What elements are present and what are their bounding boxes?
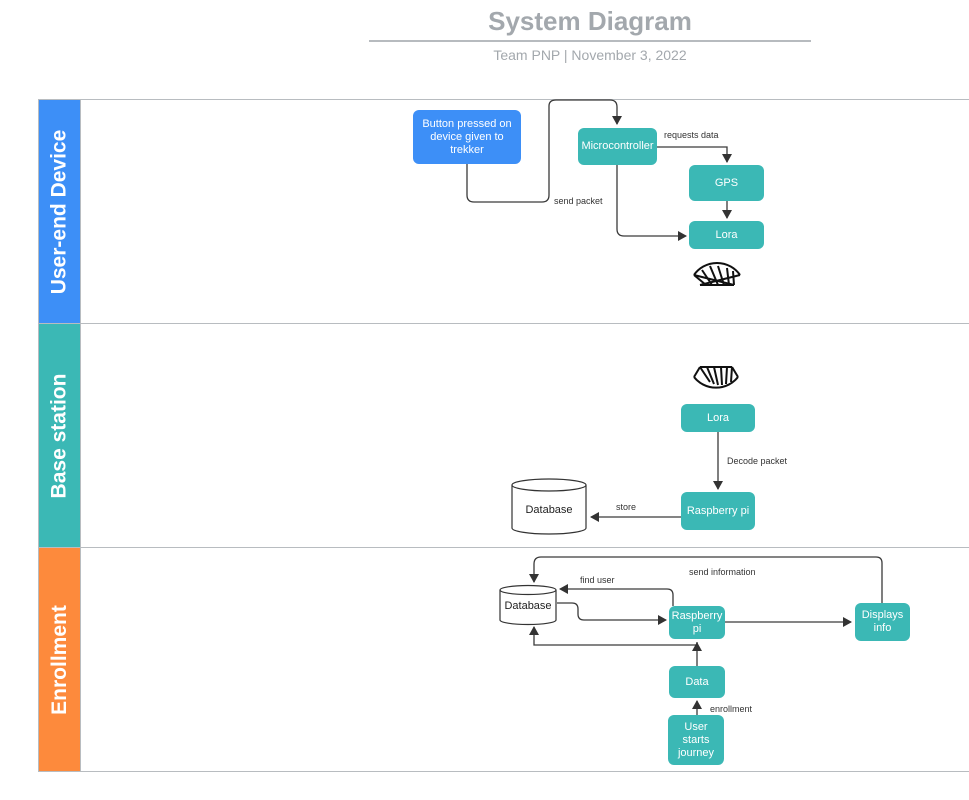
radio-wave-icon (693, 262, 741, 286)
database-cylinder-base (511, 478, 587, 535)
node-microcontroller[interactable]: Microcontroller (578, 128, 657, 165)
radio-wave-icon (693, 366, 739, 389)
edge-requests-data (656, 146, 732, 163)
node-raspberry-base[interactable]: Raspberry pi (681, 492, 755, 530)
label-database-enroll: Database (504, 600, 552, 612)
lane-header-enrollment: Enrollment (39, 548, 81, 771)
node-raspberry-enroll[interactable]: Raspberry pi (669, 606, 725, 639)
lane-header-base: Base station (39, 324, 81, 547)
edge-find-user (559, 584, 674, 606)
node-displays-info[interactable]: Displays info (855, 603, 910, 641)
node-lora-user[interactable]: Lora (689, 221, 764, 249)
node-data[interactable]: Data (669, 666, 725, 698)
title-divider (369, 40, 811, 42)
label-store: store (616, 502, 637, 512)
node-gps[interactable]: GPS (689, 165, 764, 201)
lane-enrollment: Enrollment (38, 547, 969, 772)
edge-send-information (529, 556, 883, 603)
node-user-starts-journey[interactable]: User starts journey (668, 715, 724, 765)
edge-send-packet (466, 99, 622, 203)
page-title: System Diagram (488, 6, 692, 36)
database-cylinder-enrollment (499, 584, 557, 626)
edge-db-raspberry (557, 602, 667, 625)
label-enrollment: enrollment (710, 704, 753, 714)
label-find-user: find user (580, 575, 615, 585)
page-subtitle: Team PNP | November 3, 2022 (493, 47, 687, 63)
label-requests-data: requests data (664, 130, 719, 140)
label-send-information: send information (689, 567, 756, 577)
node-button-pressed[interactable]: Button pressed on device given to trekke… (413, 110, 521, 164)
edge-micro-lora (616, 165, 687, 241)
label-send-packet: send packet (554, 196, 603, 206)
lane-header-user-end: User-end Device (39, 100, 81, 323)
label-decode-packet: Decode packet (727, 456, 788, 466)
label-database-base: Database (525, 504, 573, 516)
node-lora-base[interactable]: Lora (681, 404, 755, 432)
